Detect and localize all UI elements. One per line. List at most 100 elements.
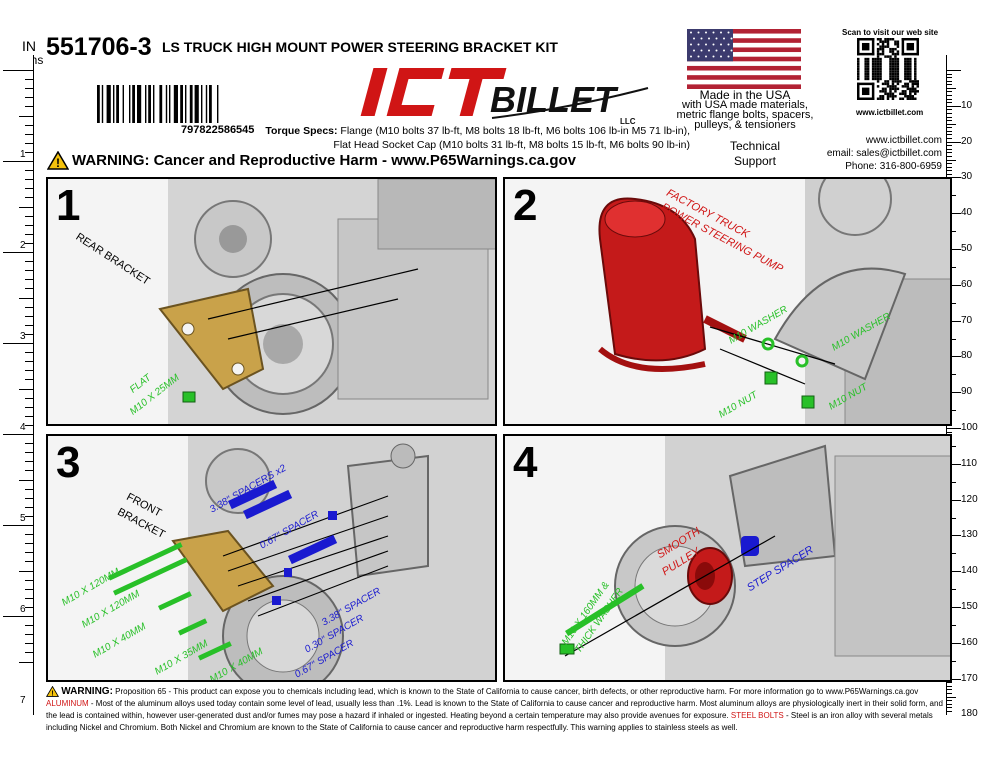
qr-module	[916, 38, 919, 56]
barcode-bar	[180, 85, 183, 123]
qr-module	[889, 50, 892, 53]
ruler-tick	[947, 116, 952, 118]
qr-module	[914, 72, 917, 76]
ruler-tick	[25, 415, 33, 417]
qr-module	[911, 97, 915, 100]
qr-module	[876, 67, 880, 71]
step-2-panel: 2 FACTORY TRUCK POWER STEERING PUMP M10 …	[503, 177, 952, 426]
flag-star	[727, 31, 730, 34]
barcode-bar	[106, 85, 111, 123]
qr-module	[886, 82, 890, 86]
qr-module	[889, 95, 892, 98]
ruler-label: 70	[961, 314, 973, 326]
qr-module	[874, 65, 877, 68]
website-link[interactable]: www.ictbillet.com	[865, 135, 942, 146]
qr-module	[891, 38, 895, 41]
ruler-tick	[947, 173, 952, 175]
qr-module	[861, 42, 870, 51]
ruler-tick	[25, 588, 33, 590]
qr-module	[904, 62, 907, 66]
qr-module	[901, 92, 905, 96]
qr-module	[906, 82, 910, 86]
phone-number: Phone: 316-800-6959	[845, 161, 942, 172]
ruler-tick	[25, 543, 33, 545]
qr-module	[879, 75, 882, 78]
ruler-label: 7	[20, 695, 26, 706]
torque-line-1: Flange (M10 bolts 37 lb-ft, M8 bolts 18 …	[340, 125, 690, 137]
qr-module	[876, 65, 880, 68]
barcode-bar	[159, 85, 163, 123]
qr-module	[879, 40, 882, 43]
tech-support-line-1: Technical	[729, 139, 781, 153]
qr-module	[906, 62, 910, 66]
qr-module	[914, 92, 917, 96]
step-number-4: 4	[513, 438, 538, 487]
qr-module	[879, 52, 882, 56]
qr-module	[874, 57, 877, 61]
qr-module	[879, 70, 882, 73]
ruler-tick	[947, 177, 961, 179]
qr-module	[911, 82, 915, 86]
step-3-panel: 3 FRONT BRACKET 3.38" SPACERS x2 0.67" S…	[46, 434, 497, 682]
barcode-bar	[153, 85, 155, 123]
ruler-label: 160	[961, 636, 978, 648]
flag-star	[723, 49, 725, 52]
ruler-tick	[3, 252, 33, 253]
qr-module	[901, 90, 905, 93]
qr-module	[891, 80, 895, 83]
qr-module	[889, 55, 892, 58]
flag-star	[700, 49, 703, 52]
warning-banner: ! WARNING: Cancer and Reproductive Harm …	[47, 151, 576, 170]
qr-module	[891, 75, 895, 78]
ruler-tick	[25, 79, 33, 81]
qr-code-icon[interactable]	[857, 38, 919, 100]
qr-module	[891, 92, 895, 96]
qr-module	[874, 70, 877, 73]
ruler-tick	[25, 561, 33, 563]
ruler-label: 60	[961, 278, 973, 290]
email-link[interactable]: email: sales@ictbillet.com	[826, 148, 942, 159]
flag-stripe	[687, 75, 801, 80]
ruler-tick	[25, 579, 33, 581]
ruler-tick	[25, 652, 33, 654]
ruler-label: 5	[20, 513, 26, 524]
flag-star	[712, 31, 715, 34]
ruler-label: 140	[961, 565, 978, 577]
qr-module	[879, 90, 882, 93]
flag-star	[715, 49, 718, 52]
qr-module	[909, 75, 912, 78]
qr-module	[909, 92, 912, 96]
qr-module	[864, 62, 867, 66]
qr-module	[906, 67, 910, 71]
qr-module	[914, 70, 917, 73]
qr-module	[889, 47, 892, 51]
ruler-tick	[25, 534, 33, 536]
qr-module	[906, 65, 910, 68]
qr-module	[857, 82, 875, 86]
ruler-tick	[25, 261, 33, 263]
qr-module	[904, 60, 907, 63]
ruler-tick	[25, 151, 33, 153]
qr-module	[904, 85, 907, 88]
flag-stripe	[687, 47, 801, 53]
qr-module	[857, 62, 860, 66]
qr-module	[874, 60, 877, 63]
ruler-tick	[25, 506, 33, 508]
qr-module	[899, 92, 902, 96]
qr-module	[889, 62, 892, 66]
ruler-tick	[25, 370, 33, 372]
qr-module	[906, 77, 910, 81]
qr-module	[914, 62, 917, 66]
qr-module	[896, 72, 900, 76]
qr-module	[914, 87, 917, 91]
ruler-tick	[947, 70, 961, 71]
ruler-tick	[947, 145, 952, 147]
pump-illustration	[598, 179, 950, 424]
qr-module	[916, 90, 919, 93]
qr-module	[889, 85, 892, 88]
part-number: 551706-3	[46, 33, 152, 61]
qr-module	[879, 97, 882, 100]
qr-module	[886, 92, 890, 96]
barcode-bar	[165, 85, 168, 123]
qr-module	[894, 40, 897, 43]
